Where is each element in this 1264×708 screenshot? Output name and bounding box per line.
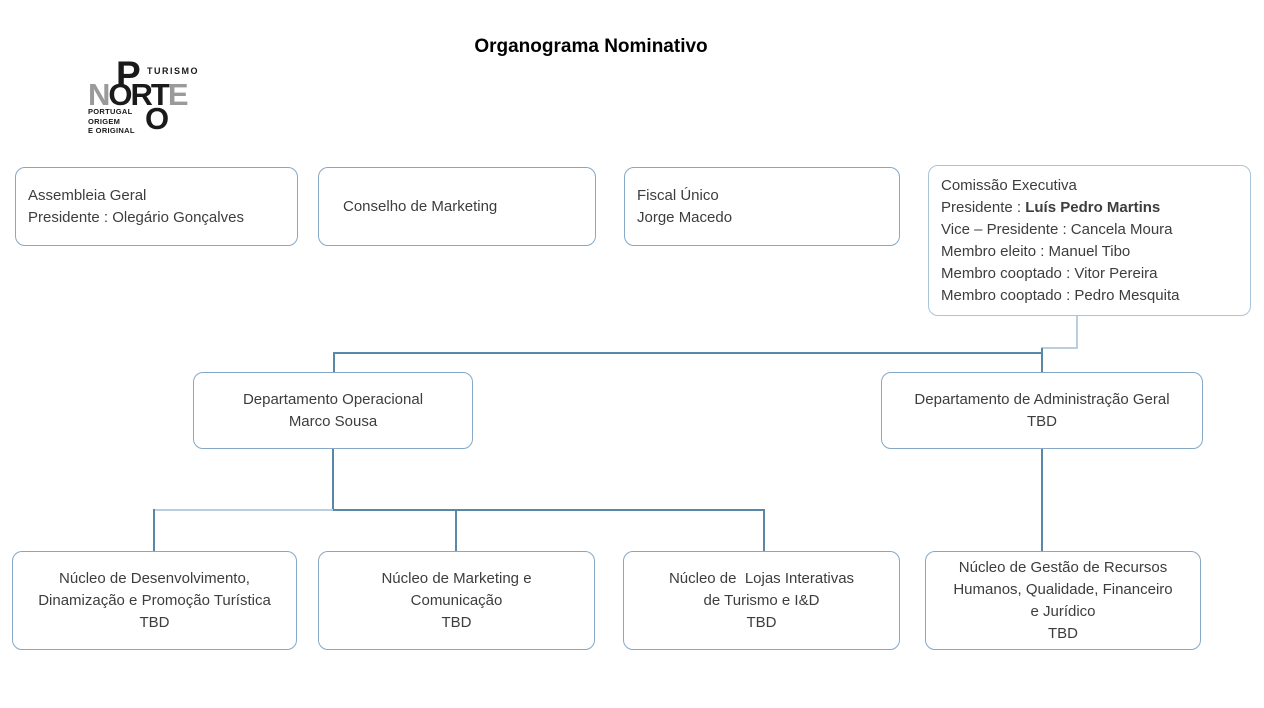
node-text-line: Comunicação — [410, 591, 503, 609]
node-text-line: TBD — [441, 613, 472, 631]
node-text-line: Membro cooptado : Vitor Pereira — [941, 264, 1158, 282]
node-text-line: Conselho de Marketing — [343, 197, 498, 215]
org-node-nucleo-gestao-recursos[interactable]: Núcleo de Gestão de Recursos Humanos, Qu… — [925, 551, 1201, 650]
logo-word-turismo: TURISMO — [147, 66, 199, 76]
node-text-line: Membro cooptado : Pedro Mesquita — [941, 286, 1180, 304]
org-node-assembleia-geral[interactable]: Assembleia Geral Presidente : Olegário G… — [15, 167, 298, 246]
connector-line — [333, 352, 1042, 354]
connector-line — [333, 352, 335, 372]
node-text-line: Núcleo de Desenvolvimento, — [59, 569, 250, 587]
turismo-porto-norte-logo: P TURISMO NORTE O PORTUGAL ORIGEM E ORIG… — [88, 56, 213, 138]
node-text-line: Jorge Macedo — [637, 208, 733, 226]
connector-line — [455, 509, 457, 551]
node-text-line: Vice – Presidente : Cancela Moura — [941, 220, 1173, 238]
connector-line — [1041, 348, 1043, 372]
connector-line — [332, 449, 334, 511]
node-text-line: TBD — [1048, 624, 1078, 642]
logo-word-norte: NORTE — [88, 77, 188, 112]
org-node-departamento-operacional[interactable]: Departamento Operacional Marco Sousa — [193, 372, 473, 449]
node-text-line: Presidente : Luís Pedro Martins — [941, 198, 1161, 216]
node-text-line: Presidente : Olegário Gonçalves — [28, 208, 244, 226]
logo-tagline: PORTUGAL ORIGEM E ORIGINAL — [88, 107, 135, 135]
node-text-line: Núcleo de Lojas Interativas — [668, 569, 855, 587]
node-text-line: TBD — [1027, 412, 1057, 430]
connector-line — [333, 509, 764, 511]
org-node-fiscal-unico[interactable]: Fiscal Único Jorge Macedo — [624, 167, 900, 246]
connector-line — [153, 509, 333, 511]
connector-line — [1041, 449, 1043, 551]
node-text-line: Departamento Operacional — [242, 390, 424, 408]
node-text-line: Dinamização e Promoção Turística — [38, 591, 271, 609]
node-text-line: TBD — [139, 613, 170, 631]
node-text-line: Marco Sousa — [288, 412, 378, 430]
node-text-line: Núcleo de Gestão de Recursos — [958, 558, 1168, 576]
node-text-line: Humanos, Qualidade, Financeiro — [953, 580, 1173, 598]
connector-line — [763, 509, 765, 551]
org-node-conselho-marketing[interactable]: Conselho de Marketing — [318, 167, 596, 246]
connector-line — [153, 509, 155, 551]
node-text-line: TBD — [746, 613, 777, 631]
president-name: Luís Pedro Martins — [1025, 198, 1161, 216]
org-node-nucleo-marketing-comunicacao[interactable]: Núcleo de Marketing e Comunicação TBD — [318, 551, 595, 650]
node-text-line: de Turismo e I&D — [703, 591, 820, 609]
org-node-nucleo-lojas-interativas[interactable]: Núcleo de Lojas Interativas de Turismo e… — [623, 551, 900, 650]
logo-letter-p: P — [116, 54, 141, 95]
node-text-line: Comissão Executiva — [941, 176, 1077, 194]
logo-letter-o: O — [145, 101, 170, 136]
org-node-comissao-executiva[interactable]: Comissão Executiva Presidente : Luís Ped… — [928, 165, 1251, 316]
node-text-line: Departamento de Administração Geral — [914, 390, 1170, 408]
node-text-line: Fiscal Único — [637, 186, 719, 204]
node-text-line: e Jurídico — [1030, 602, 1096, 620]
connector-line — [1041, 347, 1078, 349]
connector-line — [1076, 316, 1078, 349]
page-title: Organograma Nominativo — [474, 36, 708, 57]
node-text-line: Membro eleito : Manuel Tibo — [941, 242, 1131, 260]
org-node-departamento-administracao-geral[interactable]: Departamento de Administração Geral TBD — [881, 372, 1203, 449]
org-node-nucleo-desenvolvimento[interactable]: Núcleo de Desenvolvimento, Dinamização e… — [12, 551, 297, 650]
node-text-line: Núcleo de Marketing e — [381, 569, 532, 587]
node-text-line: Assembleia Geral — [28, 186, 147, 204]
